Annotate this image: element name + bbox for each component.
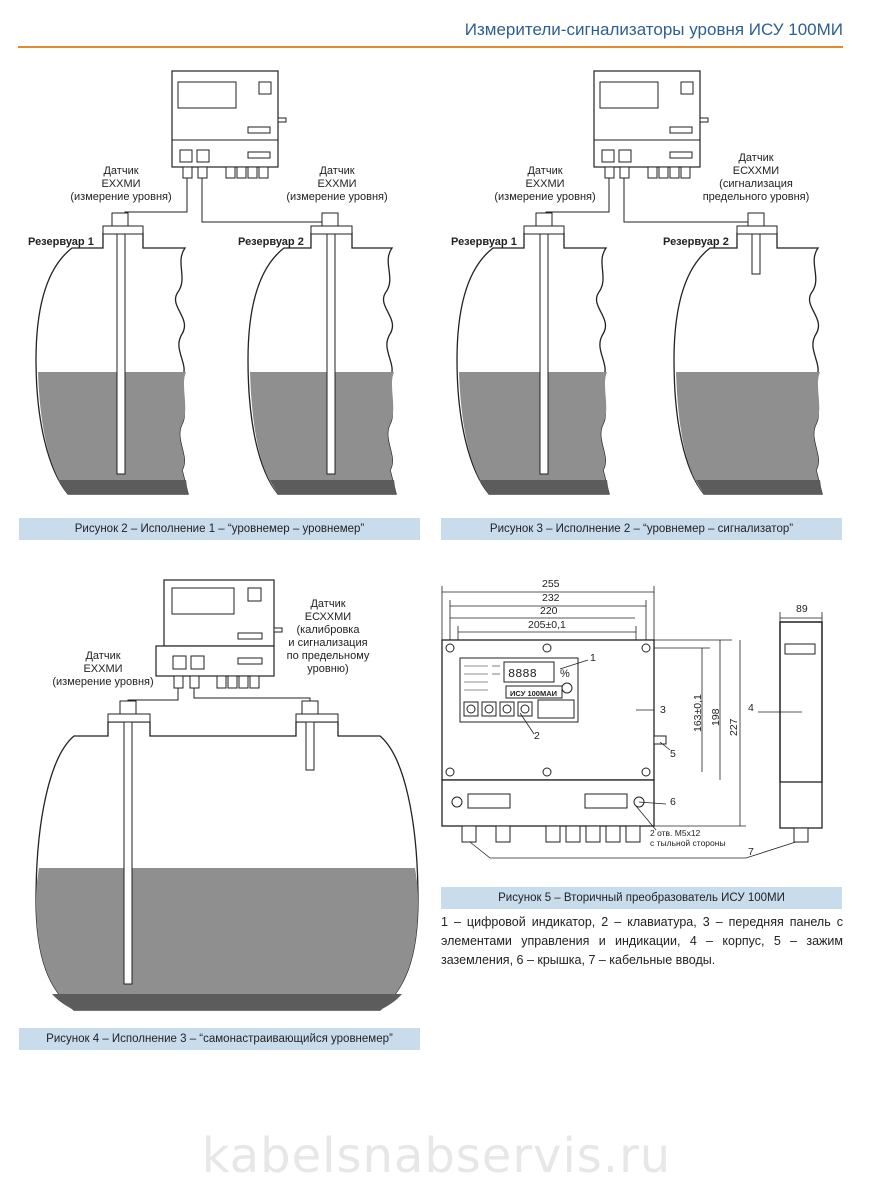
fig2-caption: Рисунок 2 – Исполнение 1 – “уровнемер – …: [19, 518, 420, 540]
digital-display: 8888: [508, 667, 537, 681]
dim-163: 163±0,1: [692, 694, 704, 732]
callout-5: 5: [670, 748, 676, 760]
fig5-caption: Рисунок 5 – Вторичный преобразователь ИС…: [441, 887, 842, 909]
watermark: kabelsnabservis.ru: [201, 1128, 672, 1184]
dim-232: 232: [542, 592, 560, 604]
figure-5: 8888 ИСУ 100МАИ % 255 232 220 205±0,1 89…: [430, 570, 870, 880]
page-header-title: Измерители-сигнализаторы уровня ИСУ 100М…: [464, 20, 843, 39]
callout-7: 7: [748, 846, 754, 858]
fig4-caption: Рисунок 4 – Исполнение 3 – “самонастраив…: [19, 1028, 420, 1050]
dim-227: 227: [728, 718, 740, 736]
fig5-legend: 1 – цифровой индикатор, 2 – клавиатура, …: [441, 915, 843, 967]
callout-1: 1: [590, 652, 596, 664]
callout-4: 4: [748, 702, 754, 714]
figure-2-drawing: [35, 70, 397, 495]
figure-3-drawing: [456, 70, 823, 495]
figure-4-drawing: [35, 579, 419, 1011]
figure-5-drawing: 8888 ИСУ 100МАИ %: [441, 586, 823, 859]
header-rule: [18, 46, 843, 48]
fig3-tank2-label: Резервуар 2: [663, 236, 729, 248]
dim-255: 255: [542, 578, 560, 590]
fig2-tank2-label: Резервуар 2: [238, 236, 304, 248]
callout-3: 3: [660, 704, 666, 716]
dim-198: 198: [710, 708, 722, 726]
dim-89: 89: [796, 603, 808, 615]
callout-6: 6: [670, 796, 676, 808]
dim-205: 205±0,1: [528, 619, 566, 631]
dim-220: 220: [540, 605, 558, 617]
panel-device-name: ИСУ 100МАИ: [510, 689, 557, 698]
display-percent-sign: %: [560, 668, 570, 680]
callout-2: 2: [534, 730, 540, 742]
fig3-caption: Рисунок 3 – Исполнение 2 – “уровнемер – …: [441, 518, 842, 540]
fig3-tank1-label: Резервуар 1: [451, 236, 517, 248]
fig2-tank1-label: Резервуар 1: [28, 236, 94, 248]
